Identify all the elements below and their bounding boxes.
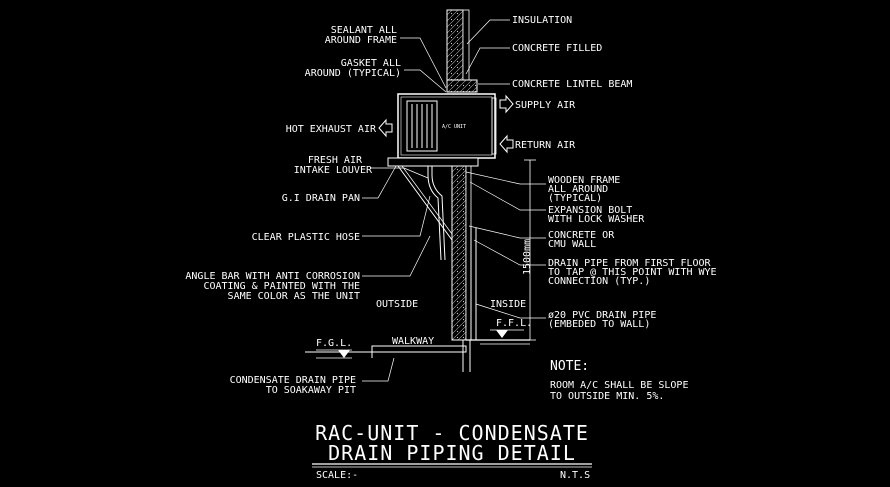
inner-plaster [465, 159, 472, 341]
label-angle-1: ANGLE BAR WITH ANTI CORROSION [185, 271, 360, 282]
wall-section [446, 9, 530, 345]
note-heading: NOTE: [550, 359, 589, 374]
label-sealant-1: SEALANT ALL [331, 25, 397, 36]
label-gasket-2: AROUND (TYPICAL) [305, 68, 401, 79]
upper-wall [446, 9, 464, 91]
ac-unit-tag: A/C UNIT [442, 124, 466, 130]
label-walkway: WALKWAY [392, 336, 434, 347]
label-fresh-air-2: INTAKE LOUVER [294, 165, 373, 176]
label-hot-exhaust: HOT EXHAUST AIR [286, 124, 377, 135]
ffl-marker: F.F.L. [490, 318, 532, 338]
fgl-marker: F.G.L. [316, 338, 352, 359]
label-drain-first-1: DRAIN PIPE FROM FIRST FLOOR [548, 258, 712, 269]
unit-front-grille [491, 97, 497, 155]
label-inside: INSIDE [490, 299, 526, 310]
return-air-arrow-icon [499, 134, 514, 154]
hot-exhaust-arrow-icon [378, 118, 393, 138]
supply-air-arrow-icon [499, 94, 514, 114]
label-pvc-1: ø20 PVC DRAIN PIPE [548, 310, 656, 321]
label-drain-first-2: TO TAP @ THIS POINT WITH WYE [548, 267, 717, 278]
angle-bar [397, 165, 453, 241]
label-concrete-filled: CONCRETE FILLED [512, 43, 602, 54]
label-fresh-air-1: FRESH AIR [308, 155, 363, 166]
note-line-2: TO OUTSIDE MIN. 5%. [550, 391, 664, 402]
label-clear-hose: CLEAR PLASTIC HOSE [252, 232, 360, 243]
drain-pan [387, 157, 479, 167]
title-line-2: DRAIN PIPING DETAIL [328, 441, 576, 465]
label-drain-first-3: CONNECTION (TYP.) [548, 276, 650, 287]
label-angle-2: COATING & PAINTED WITH THE [203, 281, 360, 292]
label-lintel: CONCRETE LINTEL BEAM [512, 79, 632, 90]
ac-unit: A/C UNIT [387, 93, 497, 261]
note-line-1: ROOM A/C SHALL BE SLOPE [550, 380, 688, 391]
title-block: RAC-UNIT - CONDENSATE DRAIN PIPING DETAI… [312, 421, 592, 481]
label-supply-air: SUPPLY AIR [515, 100, 576, 111]
label-return-air: RETURN AIR [515, 140, 576, 151]
label-wooden-2: ALL AROUND [548, 184, 608, 195]
label-gasket-1: GASKET ALL [341, 58, 401, 69]
label-sealant-2: AROUND FRAME [325, 35, 397, 46]
label-wooden-1: WOODEN FRAME [548, 175, 620, 186]
leader-lines [362, 19, 546, 382]
label-angle-3: SAME COLOR AS THE UNIT [228, 291, 360, 302]
label-bolt-1: EXPANSION BOLT [548, 205, 632, 216]
label-cmu-2: CMU WALL [548, 239, 596, 250]
label-insulation: INSULATION [512, 15, 572, 26]
ffl-label: F.F.L. [496, 318, 532, 329]
height-dimension-text: 1500mm [522, 239, 533, 275]
fgl-label: F.G.L. [316, 338, 352, 349]
label-outside: OUTSIDE [376, 299, 418, 310]
label-condensate-1: CONDENSATE DRAIN PIPE [230, 375, 356, 386]
label-bolt-2: WITH LOCK WASHER [548, 214, 645, 225]
clear-plastic-hose [427, 166, 442, 261]
callout-labels: SEALANT ALL AROUND FRAME GASKET ALL AROU… [185, 15, 716, 396]
label-pvc-2: (EMBEDED TO WALL) [548, 319, 650, 330]
scale-label: SCALE:- [316, 470, 358, 481]
nts-label: N.T.S [560, 470, 590, 481]
title-line-1: RAC-UNIT - CONDENSATE [315, 421, 589, 445]
lower-wall [451, 159, 467, 341]
label-wooden-3: (TYPICAL) [548, 193, 602, 204]
label-drain-pan: G.I DRAIN PAN [282, 193, 360, 204]
height-dimension: 1500mm [522, 159, 536, 341]
walkway-drain [305, 340, 471, 372]
lintel-beam [446, 79, 478, 93]
note-block: NOTE: ROOM A/C SHALL BE SLOPE TO OUTSIDE… [550, 359, 688, 402]
label-cmu-1: CONCRETE OR [548, 230, 615, 241]
label-condensate-2: TO SOAKAWAY PIT [266, 385, 356, 396]
